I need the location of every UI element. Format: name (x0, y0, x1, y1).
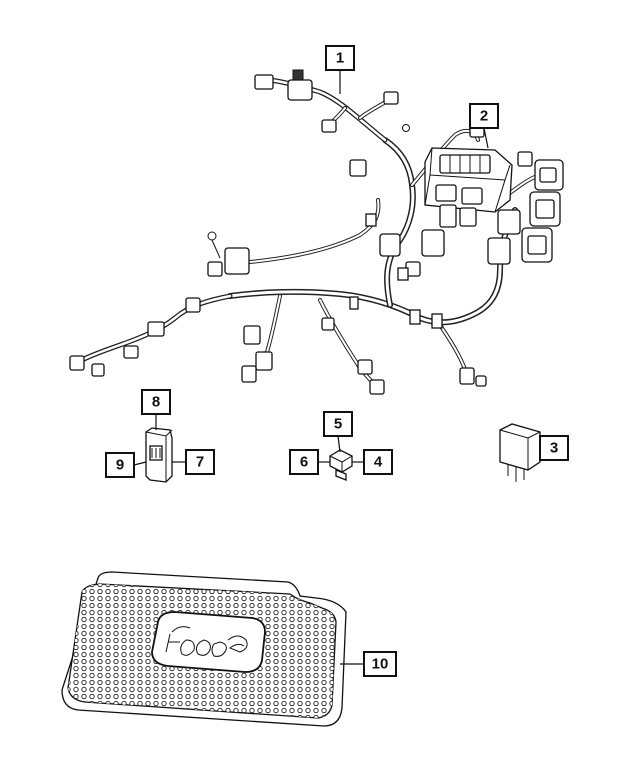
callout-label: 6 (300, 454, 308, 471)
callout-3: 3 (539, 435, 569, 461)
clip-icon (329, 449, 353, 481)
callout-8: 8 (141, 389, 171, 415)
connector-bank (487, 159, 564, 265)
fuse-box-icon (424, 147, 513, 228)
callout-2: 2 (469, 103, 499, 129)
callout-label: 10 (372, 656, 389, 673)
callout-4: 4 (363, 449, 393, 475)
callout-6: 6 (289, 449, 319, 475)
callout-label: 2 (480, 108, 488, 125)
callout-label: 1 (336, 50, 344, 67)
engine-cover-icon (61, 571, 347, 727)
fiat-500e-emblem-icon (151, 611, 266, 673)
clip-icon (349, 213, 443, 329)
callout-10: 10 (363, 651, 397, 677)
callout-label: 7 (196, 454, 204, 471)
callout-1: 1 (325, 45, 355, 71)
leader-lines (133, 68, 489, 665)
callout-7: 7 (185, 449, 215, 475)
callout-label: 5 (334, 416, 342, 433)
callout-label: 4 (374, 454, 383, 471)
connector-icon (69, 69, 533, 395)
callout-label: 3 (550, 440, 558, 457)
callout-5: 5 (323, 411, 353, 437)
callout-9: 9 (105, 452, 135, 478)
callout-label: 9 (116, 457, 124, 474)
wiring-harness-icon (69, 69, 564, 395)
relay-icon (499, 423, 541, 482)
connector-icon (145, 427, 173, 483)
callout-label: 8 (152, 394, 160, 411)
